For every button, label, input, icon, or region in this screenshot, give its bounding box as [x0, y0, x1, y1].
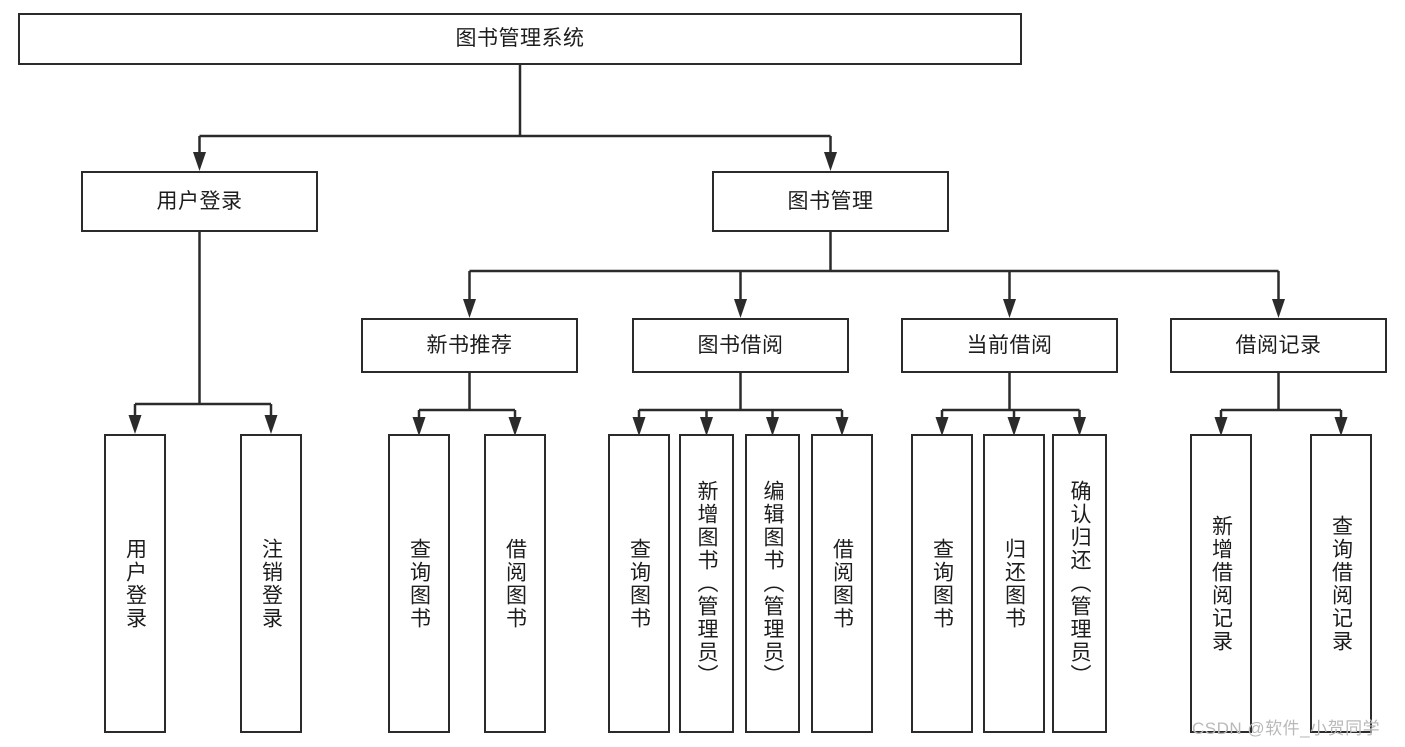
node-label: 用户登录 [156, 189, 243, 213]
node-leaf-add-record[interactable]: 新增借阅记录 [1190, 434, 1252, 733]
node-leaf-add-book[interactable]: 新增图书（管理员） [679, 434, 734, 733]
node-leaf-user-login[interactable]: 用户登录 [104, 434, 166, 733]
node-root[interactable]: 图书管理系统 [18, 13, 1022, 65]
node-leaf-query-book-rec[interactable]: 查询图书 [388, 434, 450, 733]
node-label: 借阅图书 [830, 537, 854, 630]
node-book-borrow[interactable]: 图书借阅 [632, 318, 849, 373]
node-leaf-edit-book[interactable]: 编辑图书（管理员） [745, 434, 800, 733]
node-label: 用户登录 [123, 537, 147, 630]
node-label: 查询借阅记录 [1329, 514, 1353, 653]
node-label: 借阅记录 [1235, 333, 1322, 357]
node-user-login[interactable]: 用户登录 [81, 171, 318, 232]
node-label: 确认归还（管理员） [1068, 480, 1091, 687]
node-label: 编辑图书（管理员） [761, 480, 784, 687]
csdn-watermark: CSDN @软件_小贺同学 [1192, 719, 1381, 738]
node-leaf-query-book-current[interactable]: 查询图书 [911, 434, 973, 733]
node-label: 图书管理 [787, 189, 874, 213]
node-leaf-query-record[interactable]: 查询借阅记录 [1310, 434, 1372, 733]
node-label: 查询图书 [930, 537, 954, 630]
node-label: 图书借阅 [697, 333, 784, 357]
node-book-manage[interactable]: 图书管理 [712, 171, 949, 232]
node-label: 新书推荐 [426, 333, 513, 357]
node-leaf-borrow-book[interactable]: 借阅图书 [811, 434, 873, 733]
node-leaf-logout[interactable]: 注销登录 [240, 434, 302, 733]
node-label: 新增借阅记录 [1209, 514, 1233, 653]
node-label: 查询图书 [627, 537, 651, 630]
node-label: 查询图书 [407, 537, 431, 630]
node-label: 新增图书（管理员） [695, 480, 718, 687]
node-current-borrow[interactable]: 当前借阅 [901, 318, 1118, 373]
node-label: 图书管理系统 [455, 27, 585, 51]
node-leaf-query-book-borrow[interactable]: 查询图书 [608, 434, 670, 733]
node-label: 注销登录 [259, 537, 283, 630]
node-new-book-rec[interactable]: 新书推荐 [361, 318, 578, 373]
node-leaf-borrow-book-rec[interactable]: 借阅图书 [484, 434, 546, 733]
node-leaf-confirm-return[interactable]: 确认归还（管理员） [1052, 434, 1107, 733]
node-label: 当前借阅 [966, 333, 1053, 357]
node-label: 借阅图书 [503, 537, 527, 630]
node-label: 归还图书 [1002, 537, 1026, 630]
node-borrow-records[interactable]: 借阅记录 [1170, 318, 1387, 373]
node-leaf-return-book[interactable]: 归还图书 [983, 434, 1045, 733]
